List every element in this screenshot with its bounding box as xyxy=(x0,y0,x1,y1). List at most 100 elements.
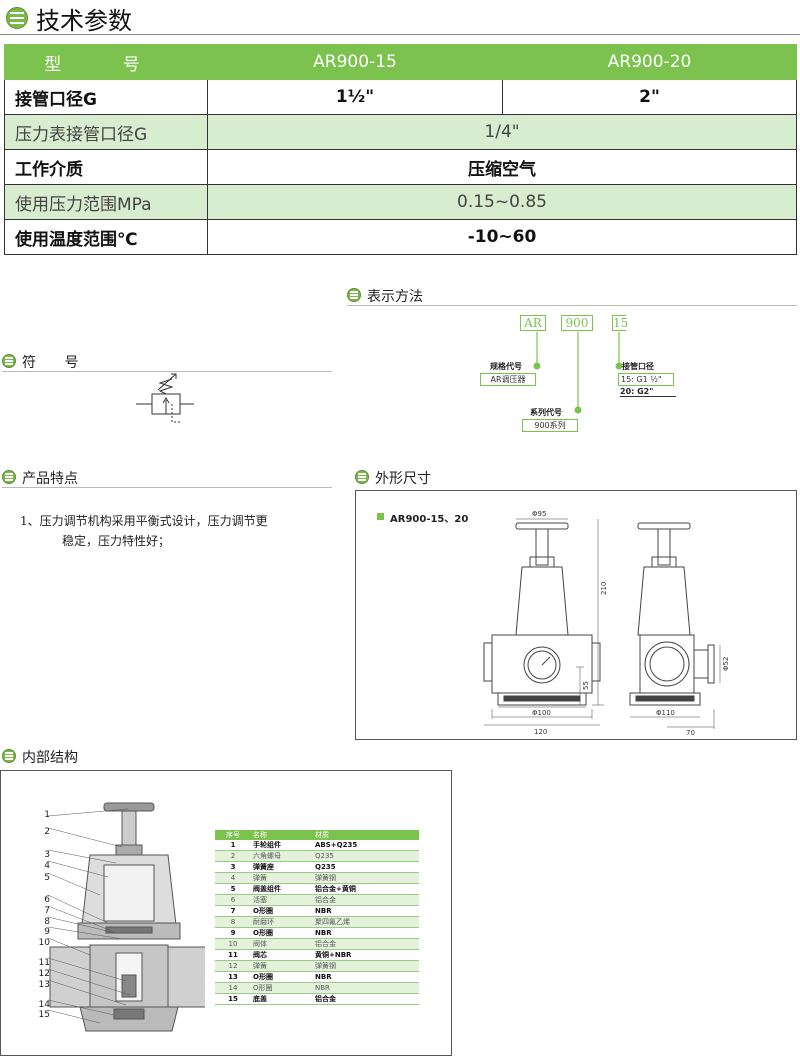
callout-14: 14 xyxy=(38,1000,50,1010)
part-no: 8 xyxy=(215,916,251,929)
structure-frame xyxy=(0,770,452,1056)
dim-55: 55 xyxy=(582,681,590,690)
dimensions-title: 外形尺寸 xyxy=(375,471,431,487)
structure-title: 内部结构 xyxy=(22,750,78,766)
parts-header-row: 序号 名称 材质 xyxy=(215,830,419,841)
part-no: 11 xyxy=(215,949,251,962)
spec-cell-value: -10~60 xyxy=(207,219,797,255)
part-no: 3 xyxy=(215,861,251,874)
spec-table: 型 号 AR900-15 AR900-20 接管口径G 1½" 2" 压力表接管… xyxy=(4,44,797,255)
part-material: 弹簧钢 xyxy=(313,960,419,973)
spec-row-label: 使用温度范围℃ xyxy=(4,219,208,255)
part-material: 铝合金 xyxy=(313,894,419,907)
spec-cell-b: 2" xyxy=(502,79,797,115)
part-name: 阀芯 xyxy=(251,949,313,962)
part-no: 7 xyxy=(215,905,251,918)
part-no: 9 xyxy=(215,927,251,940)
feature-line-1: 1、压力调节机构采用平衡式设计，压力调节更 xyxy=(20,514,268,528)
part-name: O形圈 xyxy=(251,982,313,995)
spec-cell-value: 压缩空气 xyxy=(207,149,797,185)
spec-row-label: 压力表接管口径G xyxy=(4,114,208,150)
port-size-15: 15: G1 ½" xyxy=(618,373,674,386)
part-name: 弹簧座 xyxy=(251,861,313,874)
part-no: 4 xyxy=(215,872,251,885)
cutaway-drawing xyxy=(47,802,205,1032)
features-title: 产品特点 xyxy=(22,471,78,487)
title-divider xyxy=(0,34,800,35)
code-900: 900 xyxy=(561,315,593,331)
parts-header-no: 序号 xyxy=(215,830,251,841)
part-name: 底盖 xyxy=(251,993,313,1006)
port-size-label: 接管口径 xyxy=(622,362,654,371)
spec-row-medium: 工作介质 压缩空气 xyxy=(4,149,797,185)
callout-7: 7 xyxy=(44,906,50,916)
callout-11: 11 xyxy=(38,958,50,968)
feature-line-2: 稳定，压力特性好； xyxy=(62,534,171,548)
part-name: 弹簧 xyxy=(251,960,313,973)
dimensions-frame xyxy=(355,490,797,740)
spec-header-model-b: AR900-20 xyxy=(502,44,797,80)
regulator-symbol xyxy=(136,373,194,423)
part-material: 铝合金 xyxy=(313,938,419,951)
part-material: 铝合金+黄铜 xyxy=(313,883,419,896)
part-material: 黄铜+NBR xyxy=(313,949,419,962)
spec-row-label: 接管口径G xyxy=(4,79,208,115)
part-material: Q235 xyxy=(313,861,419,874)
part-no: 6 xyxy=(215,894,251,907)
callout-8: 8 xyxy=(44,917,50,927)
parts-header-material: 材质 xyxy=(313,830,419,841)
section-badge-icon xyxy=(2,470,16,484)
notation-title: 表示方法 xyxy=(367,289,423,305)
section-badge-icon xyxy=(6,7,28,29)
dim-phi52: Φ52 xyxy=(722,657,730,671)
part-no: 1 xyxy=(215,840,251,852)
spec-row-gauge-port: 压力表接管口径G 1/4" xyxy=(4,114,797,150)
dimension-drawing: Φ95 210 55 Φ100 120 Φ52 Φ110 70 xyxy=(483,510,730,735)
part-material: NBR xyxy=(313,927,419,940)
notation-divider xyxy=(347,305,797,306)
callout-13: 13 xyxy=(38,980,50,990)
spec-header-row: 型 号 AR900-15 AR900-20 xyxy=(4,44,797,80)
part-no: 13 xyxy=(215,971,251,984)
code-15: 15 xyxy=(612,315,629,331)
part-material: ABS+Q235 xyxy=(313,840,419,852)
part-name: O形圈 xyxy=(251,927,313,940)
part-material: 弹簧钢 xyxy=(313,872,419,885)
part-material: 聚四氟乙烯 xyxy=(313,916,419,929)
spec-row-port: 接管口径G 1½" 2" xyxy=(4,79,797,115)
part-no: 14 xyxy=(215,982,251,995)
dim-210: 210 xyxy=(600,582,608,595)
part-name: O形圈 xyxy=(251,905,313,918)
spec-row-pressure: 使用压力范围MPa 0.15~0.85 xyxy=(4,184,797,220)
section-badge-icon xyxy=(355,470,369,484)
dim-70: 70 xyxy=(686,729,695,735)
callout-12: 12 xyxy=(38,969,50,979)
part-name: 活塞 xyxy=(251,894,313,907)
dim-phi110: Φ110 xyxy=(656,709,675,717)
symbol-title: 符 号 xyxy=(22,355,91,371)
part-material: Q235 xyxy=(313,850,419,863)
callout-1: 1 xyxy=(44,810,50,820)
callout-5: 5 xyxy=(44,873,50,883)
callout-4: 4 xyxy=(44,861,50,871)
symbol-divider xyxy=(2,371,332,372)
section-badge-icon xyxy=(347,288,361,302)
spec-row-temperature: 使用温度范围℃ -10~60 xyxy=(4,219,797,255)
callout-15: 15 xyxy=(38,1010,50,1020)
dim-120: 120 xyxy=(534,728,547,735)
dimension-model-square-icon xyxy=(377,513,384,520)
spec-cell-a: 1½" xyxy=(207,79,503,115)
part-name: 阀体 xyxy=(251,938,313,951)
callout-2: 2 xyxy=(44,827,50,837)
